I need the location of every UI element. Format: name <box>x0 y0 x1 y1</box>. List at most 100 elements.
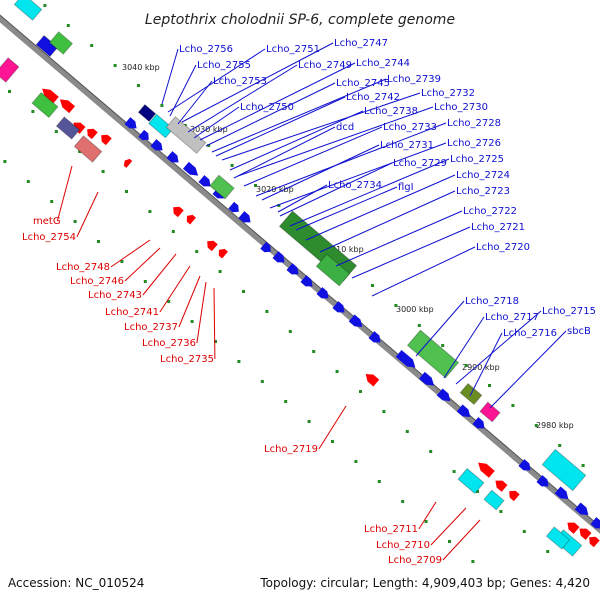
forward-gene-arrow <box>166 151 179 163</box>
forward-leader-line <box>193 106 240 139</box>
forward-gene-label: Lcho_2731 <box>380 140 434 151</box>
kbp-tick-label: 3010 kbp <box>326 245 364 254</box>
scale-dot <box>307 420 311 423</box>
forward-gene-label: Lcho_2747 <box>334 38 388 49</box>
scale-dot <box>50 200 54 203</box>
scale-dot <box>546 550 550 553</box>
forward-leader-line <box>289 158 450 227</box>
scale-dot <box>405 430 409 433</box>
forward-gene-arrow <box>150 139 163 151</box>
scale-dot <box>558 444 562 447</box>
forward-leader-line <box>279 162 393 217</box>
reverse-gene-arrow <box>509 490 520 502</box>
scale-dot <box>167 300 171 303</box>
forward-gene-arrow <box>332 301 345 313</box>
forward-gene-navy <box>137 103 157 123</box>
reverse-gene-cyan <box>483 489 505 511</box>
accession-label: Accession: NC_010524 <box>8 576 144 590</box>
forward-gene-label: Lcho_2722 <box>463 206 517 217</box>
reverse-gene-arrow <box>365 373 380 387</box>
scale-dot <box>377 480 381 483</box>
scale-dot <box>125 190 128 193</box>
reverse-gene-cyan <box>13 0 43 21</box>
forward-gene-label: Lcho_2756 <box>179 44 233 55</box>
reverse-gene-cyan <box>545 526 571 550</box>
forward-leader-line <box>371 246 476 297</box>
forward-gene-label: Lcho_2753 <box>213 76 267 87</box>
forward-gene-arrow <box>198 175 211 187</box>
forward-gene-label: Lcho_2755 <box>197 60 251 71</box>
forward-leader-line <box>489 330 567 409</box>
forward-leader-line <box>277 184 328 213</box>
scale-dot <box>476 490 479 493</box>
forward-leader-line <box>269 142 447 209</box>
scale-dot <box>3 160 7 163</box>
reverse-gene-magenta <box>0 57 20 83</box>
forward-gene-green <box>209 174 235 200</box>
forward-gene-arrow <box>182 161 199 176</box>
scale-dot <box>277 204 281 207</box>
forward-leader-line <box>205 82 336 147</box>
forward-leader-line <box>211 78 387 153</box>
reverse-gene-label: Lcho_2741 <box>105 307 159 318</box>
scale-dot <box>218 270 222 273</box>
forward-leader-line <box>415 300 465 357</box>
reverse-gene-label: Lcho_2711 <box>364 524 418 535</box>
forward-gene-label: Lcho_2733 <box>383 122 437 133</box>
forward-gene-cyan <box>148 113 174 139</box>
scale-dot <box>31 110 35 113</box>
forward-gene-arrow <box>272 251 285 263</box>
genome-backbone <box>0 14 600 534</box>
scale-dot <box>78 150 82 153</box>
reverse-gene-arrow <box>101 134 112 146</box>
reverse-gene-arrow <box>579 528 592 540</box>
reverse-gene-arrow <box>173 206 184 218</box>
scale-dot <box>522 530 526 533</box>
forward-gene-arrow <box>238 211 251 223</box>
scale-dot <box>66 24 70 27</box>
kbp-tick-label: 2990 kbp <box>462 363 500 372</box>
scale-dot <box>101 170 105 173</box>
scale-dot <box>137 84 140 87</box>
kbp-tick-label: 3000 kbp <box>396 305 434 314</box>
scale-dot <box>207 144 211 147</box>
forward-leader-line <box>305 174 456 241</box>
forward-gene-arrow <box>124 117 137 129</box>
scale-dot <box>97 240 100 243</box>
reverse-leader-line <box>178 275 201 328</box>
reverse-gene-label: Lcho_2735 <box>160 354 214 365</box>
reverse-gene-label: metG <box>33 216 61 227</box>
forward-gene-label: Lcho_2734 <box>328 180 382 191</box>
reverse-leader-line <box>318 405 347 450</box>
reverse-gene-arrow <box>478 462 495 478</box>
reverse-gene-arrow <box>567 522 580 534</box>
forward-gene-arrow <box>436 388 451 402</box>
scale-dot <box>160 104 164 107</box>
scale-dot <box>417 324 421 327</box>
forward-leader-line <box>255 122 447 197</box>
reverse-gene-arrow <box>207 240 218 252</box>
forward-leader-line <box>243 126 383 187</box>
forward-gene-green <box>48 31 74 55</box>
scale-dot <box>331 440 334 443</box>
scale-dot <box>73 220 77 223</box>
forward-gene-label: sbcB <box>567 326 591 337</box>
forward-gene-green <box>315 253 351 287</box>
scale-dot <box>171 230 175 233</box>
scale-dot <box>335 370 339 373</box>
reverse-gene-label: Lcho_2737 <box>124 322 178 333</box>
forward-gene-arrow <box>395 349 416 368</box>
forward-gene-arrow <box>472 417 485 429</box>
forward-leader-line <box>187 64 298 133</box>
forward-gene-arrow <box>138 129 149 141</box>
reverse-gene-arrow <box>123 158 133 168</box>
forward-gene-label: Lcho_2717 <box>485 312 539 323</box>
forward-gene-label: Lcho_2715 <box>542 306 596 317</box>
scale-dot <box>237 360 241 363</box>
scale-dot <box>429 450 433 453</box>
scale-dot <box>394 304 398 307</box>
scale-dot <box>382 410 386 413</box>
scale-dot <box>230 164 234 167</box>
reverse-leader-line <box>142 253 177 296</box>
